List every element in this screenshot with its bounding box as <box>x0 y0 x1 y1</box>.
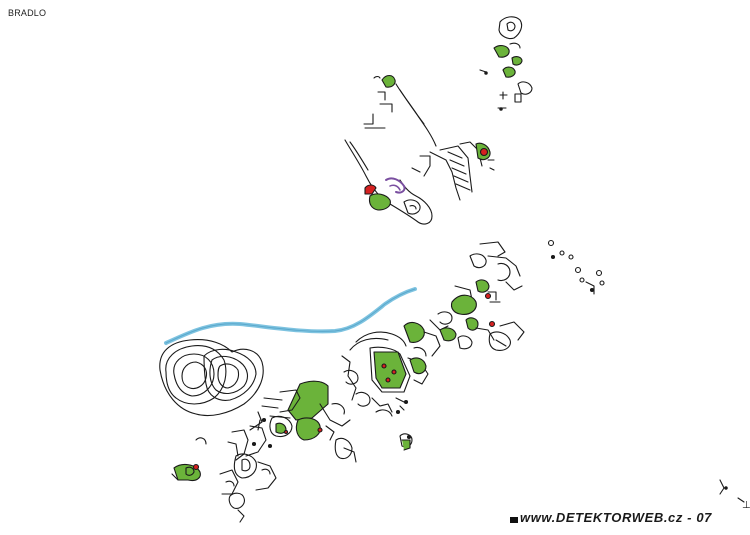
ruin-cluster-central <box>341 321 441 451</box>
map-title: BRADLO <box>8 8 47 18</box>
ruin-small-lower-left <box>171 463 201 482</box>
ruin-cluster-lower <box>195 380 357 523</box>
ruin-cluster-middle <box>429 241 525 351</box>
corner-icon: ⊥ <box>742 500 750 511</box>
watermark-bar <box>510 517 518 523</box>
marks-bottom-right <box>719 479 745 503</box>
stream <box>164 287 417 345</box>
scattered-stones-right <box>547 239 605 295</box>
ruin-loops-left <box>159 339 264 417</box>
ruin-cluster-upper <box>344 74 495 225</box>
ruin-cluster-top <box>479 16 533 111</box>
watermark: www.DETEKTORWEB.cz - 07 <box>520 510 712 525</box>
